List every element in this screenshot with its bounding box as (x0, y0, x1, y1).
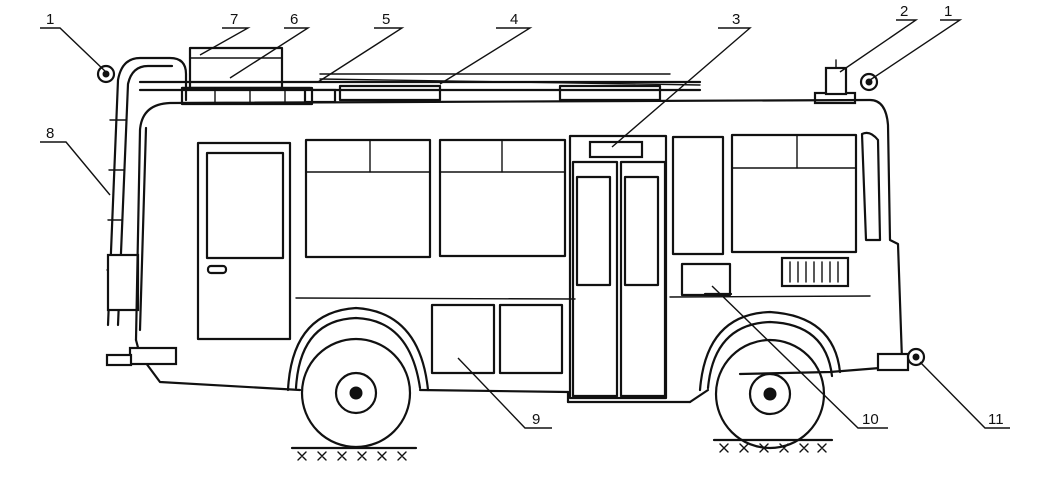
front-door (568, 134, 668, 400)
rear-ladder (106, 56, 188, 327)
side-windows (304, 133, 858, 259)
roof-hose-box (180, 46, 314, 106)
ground-front (712, 438, 834, 453)
route-display (588, 140, 644, 159)
beacon-light (824, 59, 848, 96)
bus-body (134, 98, 904, 404)
callout-2: 2 (900, 3, 908, 20)
callout-8: 8 (46, 125, 54, 142)
roof-rack (138, 73, 857, 105)
signal-lamp-rear (96, 64, 116, 84)
callout-4: 4 (510, 11, 518, 28)
callout-leaders (40, 19, 1010, 429)
equipment-compartment (430, 303, 564, 375)
callout-10: 10 (862, 411, 879, 428)
callout-1-rear: 1 (46, 11, 54, 28)
ground-rear (290, 446, 418, 461)
callout-1-front: 1 (944, 3, 952, 20)
rear-bumper (105, 346, 178, 367)
front-bumper (876, 347, 926, 372)
callout-7: 7 (230, 11, 238, 28)
rear-door (196, 141, 292, 341)
callout-9: 9 (532, 411, 540, 428)
callout-labels: 1 7 6 5 4 3 2 1 8 9 10 11 (46, 3, 1004, 428)
callout-5: 5 (382, 11, 390, 28)
callout-6: 6 (290, 11, 298, 28)
engine-grille (780, 256, 850, 288)
callout-11: 11 (988, 411, 1004, 428)
side-hatch (680, 262, 733, 297)
rear-wheel (286, 306, 430, 449)
front-wheel (698, 310, 842, 450)
callout-3: 3 (732, 11, 740, 28)
